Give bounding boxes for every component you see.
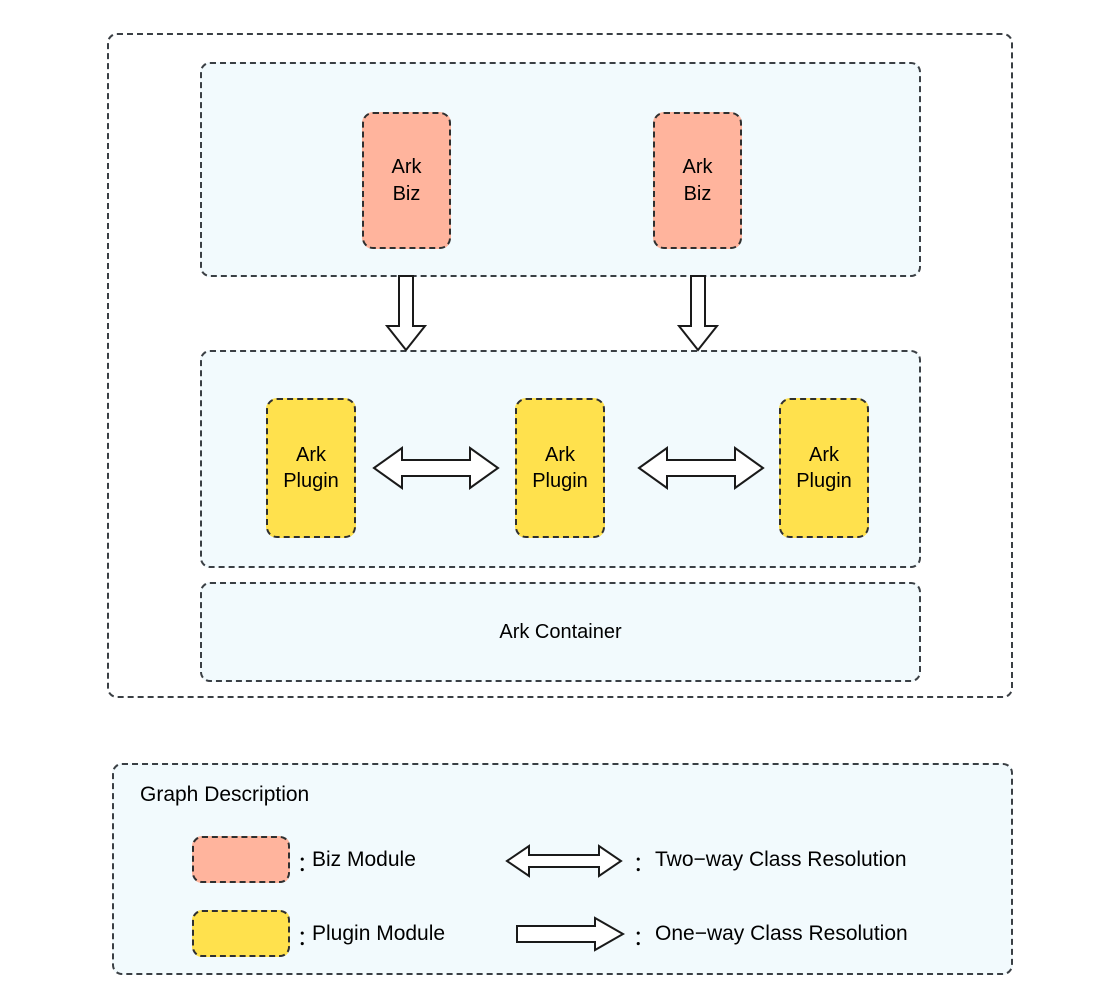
ark-biz-module-1-line2: Biz bbox=[392, 182, 421, 205]
ark-plugin-module-2-line1: Ark bbox=[545, 443, 575, 466]
ark-biz-module-2-line2: Biz bbox=[683, 182, 712, 205]
ark-biz-module-1-line1: Ark bbox=[391, 156, 422, 179]
biz-layer-panel bbox=[200, 62, 921, 277]
legend-one-way-label: One−way Class Resolution bbox=[655, 922, 908, 945]
ark-architecture-outer-frame bbox=[107, 33, 1013, 698]
legend-two-way-separator: ： bbox=[633, 853, 654, 876]
legend-biz-module-label: Biz Module bbox=[312, 848, 416, 871]
ark-container-panel bbox=[200, 582, 921, 682]
ark-plugin-module-3-line1: Ark bbox=[809, 443, 839, 466]
ark-plugin-module-2[interactable]: Ark Plugin bbox=[515, 398, 605, 538]
ark-plugin-module-1-line2: Plugin bbox=[283, 470, 339, 492]
ark-container-label: Ark Container bbox=[499, 620, 622, 643]
legend-two-way-label: Two−way Class Resolution bbox=[655, 848, 907, 871]
ark-biz-module-1[interactable]: Ark Biz bbox=[362, 112, 451, 249]
legend-two-way-arrow-icon bbox=[505, 842, 623, 880]
legend-one-way-arrow-icon bbox=[515, 916, 626, 952]
ark-container-label-wrap: Ark Container bbox=[200, 582, 921, 682]
legend-one-way-separator: ： bbox=[633, 927, 654, 950]
ark-plugin-module-1[interactable]: Ark Plugin bbox=[266, 398, 356, 538]
legend-plugin-separator: ： bbox=[297, 927, 318, 950]
ark-plugin-module-3-line2: Plugin bbox=[796, 470, 852, 492]
legend-swatch-biz-module bbox=[192, 836, 290, 883]
legend-biz-separator: ： bbox=[297, 853, 318, 876]
ark-plugin-module-2-line2: Plugin bbox=[532, 470, 588, 492]
ark-plugin-module-3[interactable]: Ark Plugin bbox=[779, 398, 869, 538]
ark-biz-module-2-line1: Ark bbox=[682, 156, 713, 179]
ark-biz-module-2[interactable]: Ark Biz bbox=[653, 112, 742, 249]
legend-plugin-module-label: Plugin Module bbox=[312, 922, 446, 945]
ark-plugin-module-1-line1: Ark bbox=[296, 443, 326, 466]
legend-title: Graph Description bbox=[140, 783, 310, 806]
legend-swatch-plugin-module bbox=[192, 910, 290, 957]
